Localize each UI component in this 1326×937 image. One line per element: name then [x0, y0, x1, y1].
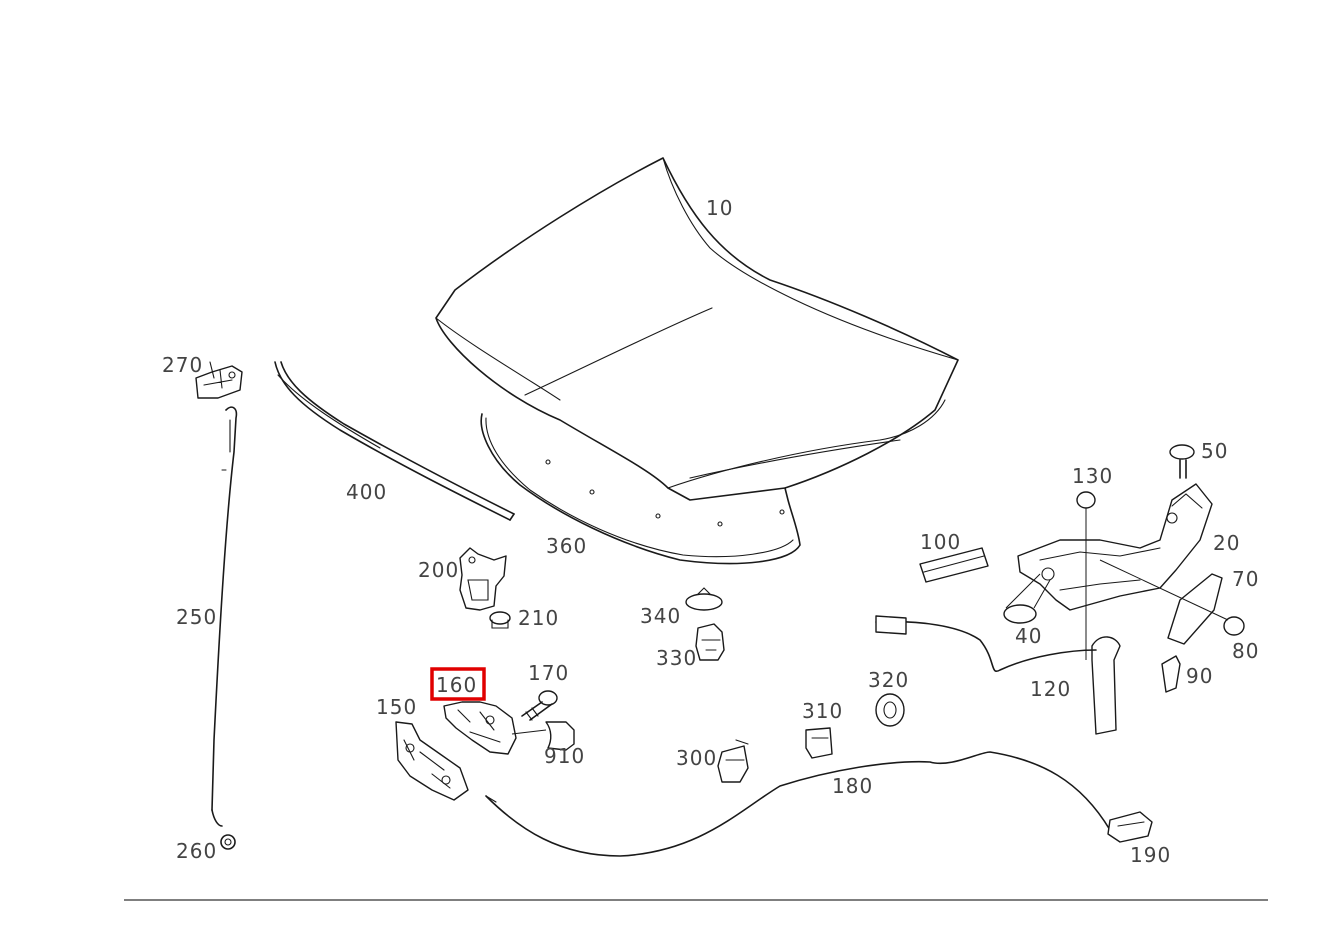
callout-40[interactable]: 40: [1015, 624, 1042, 648]
callout-90[interactable]: 90: [1186, 664, 1213, 688]
hood-lock-left-part[interactable]: [395, 721, 469, 801]
callout-160[interactable]: 160: [436, 673, 477, 697]
callout-120[interactable]: 120: [1030, 677, 1071, 701]
callout-310[interactable]: 310: [802, 699, 843, 723]
hinge-cover-part[interactable]: [1167, 573, 1223, 645]
cable-clip-part[interactable]: [717, 739, 749, 783]
locating-pin-part[interactable]: [1161, 655, 1181, 693]
callout-340[interactable]: 340: [640, 604, 681, 628]
lock-bolt-part[interactable]: [521, 690, 558, 721]
label-tag-part[interactable]: [511, 721, 575, 751]
callout-910[interactable]: 910: [544, 744, 585, 768]
grommet-part[interactable]: [875, 693, 905, 727]
hood-lock-upper-part[interactable]: [443, 701, 517, 755]
callout-80[interactable]: 80: [1232, 639, 1259, 663]
callout-10[interactable]: 10: [706, 196, 733, 220]
callout-360[interactable]: 360: [546, 534, 587, 558]
callout-70[interactable]: 70: [1232, 567, 1259, 591]
support-rod-part[interactable]: [211, 406, 238, 827]
callout-210[interactable]: 210: [518, 606, 559, 630]
bracket-nut-part[interactable]: [489, 611, 511, 629]
gas-strut-part[interactable]: [875, 615, 1121, 735]
callout-180[interactable]: 180: [832, 774, 873, 798]
trim-strip-part[interactable]: [919, 547, 989, 583]
callout-260[interactable]: 260: [176, 839, 217, 863]
callout-270[interactable]: 270: [162, 353, 203, 377]
callout-300[interactable]: 300: [676, 746, 717, 770]
hood-hinge-part[interactable]: [1017, 483, 1213, 611]
callout-200[interactable]: 200: [418, 558, 459, 582]
callout-170[interactable]: 170: [528, 661, 569, 685]
callout-330[interactable]: 330: [656, 646, 697, 670]
callout-320[interactable]: 320: [868, 668, 909, 692]
highlight-box: [430, 667, 486, 701]
buffer-holder-part[interactable]: [695, 623, 725, 661]
callout-190[interactable]: 190: [1130, 843, 1171, 867]
callout-150[interactable]: 150: [376, 695, 417, 719]
hinge-nut-part[interactable]: [1076, 491, 1096, 660]
callout-50[interactable]: 50: [1201, 439, 1228, 463]
callout-400[interactable]: 400: [346, 480, 387, 504]
seal-strip-part[interactable]: [274, 361, 515, 521]
rod-clip-part[interactable]: [220, 834, 236, 850]
release-handle-part[interactable]: [195, 361, 243, 399]
callout-20[interactable]: 20: [1213, 531, 1240, 555]
rubber-buffer-part[interactable]: [685, 587, 723, 611]
release-lever-part[interactable]: [1107, 811, 1153, 843]
hood-part[interactable]: [435, 157, 959, 501]
cover-nut-part[interactable]: [1099, 559, 1245, 636]
washer-part[interactable]: [1003, 573, 1051, 624]
release-cable-part[interactable]: [485, 751, 1111, 857]
mounting-bracket-part[interactable]: [459, 547, 507, 611]
callout-100[interactable]: 100: [920, 530, 961, 554]
cable-guide-part[interactable]: [805, 727, 833, 759]
hinge-bolt-part[interactable]: [1169, 444, 1195, 479]
hood-insulation-part[interactable]: [480, 413, 801, 565]
callout-250[interactable]: 250: [176, 605, 217, 629]
callout-130[interactable]: 130: [1072, 464, 1113, 488]
